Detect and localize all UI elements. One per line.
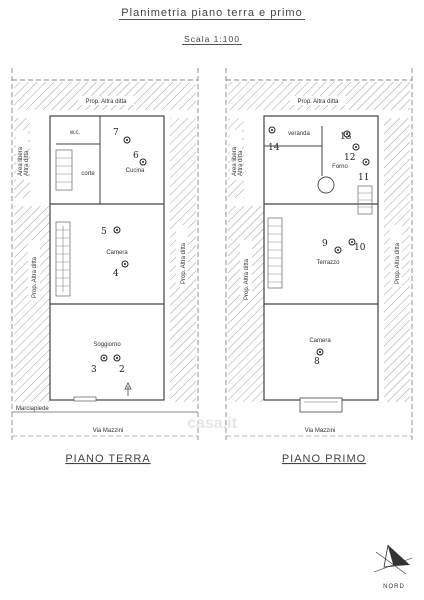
gf-label-bg-left-lower [28,240,40,300]
compass-label: NORD [383,584,405,590]
scale-text: Scala 1:100 [182,34,242,45]
gf-prop-right-label: Prop. Altra ditta [181,242,187,284]
ff-hatch-left-lower [228,206,264,402]
ff-prop-left-label: Prop. Altra ditta [244,258,250,300]
north-compass-icon [373,544,413,575]
ff-camera-icon [352,143,360,151]
gf-room-cucina: Cucina [126,168,145,174]
ff-balcony [299,397,343,413]
ff-room-camera: Camera [309,338,331,344]
ff-photo-point-11: 11 [358,173,369,183]
gf-photo-point-4: 4 [113,269,119,279]
ff-label-bg-left-upper [230,130,242,180]
gf-corte-stairs [55,149,73,191]
ff-stairs [267,217,283,289]
page-title-text: Planimetria piano terra e primo [119,7,305,20]
gf-stairs [55,221,71,297]
ff-label-bg-left-lower [240,240,252,300]
ff-camera-icon [348,238,356,246]
gf-label-bg-left-upper [16,130,28,180]
gf-photo-point-6: 6 [133,151,139,161]
ff-photo-point-14: 14 [268,143,280,153]
ff-photo-point-12: 12 [344,153,355,163]
gf-room-corte: corte [81,171,95,177]
ground-floor-plan: Prop. Altra ditta Area libera Altra ditt… [11,68,199,465]
ff-room-forno: Forno [332,164,348,170]
ff-oven-dome [317,176,335,194]
gf-prop-left-label: Prop. Altra ditta [32,256,38,298]
first-floor-plan: Prop. Altra ditta Area libera Altra ditt… [225,68,413,465]
ff-camera-icon [343,130,351,138]
gf-photo-point-2: 2 [119,365,125,375]
ff-caption: PIANO PRIMO [282,453,366,465]
watermark: casa.it [187,415,237,432]
gf-prop-top-label: Prop. Altra ditta [85,99,127,105]
ff-area-left-label-2: Altra ditta [238,150,244,176]
gf-sidewalk-label: Marciapiede [16,406,49,412]
scale-label: Scala 1:100 [0,34,424,45]
gf-photo-point-5: 5 [101,227,107,237]
ff-photo-point-10: 10 [354,243,366,253]
ff-photo-point-8: 8 [314,357,320,367]
gf-area-left-label: Area libera [18,146,24,176]
ff-street-label: Via Mazzini [305,428,336,434]
gf-window-front [73,396,97,402]
gf-camera-icon [139,158,147,166]
gf-camera-icon [100,354,108,362]
gf-room-camera: Camera [106,250,128,256]
gf-outer-walls [49,115,165,401]
gf-camera-icon [113,226,121,234]
ff-room-terrazzo: Terrazzo [316,260,340,266]
gf-street-label: Via Mazzini [93,428,124,434]
gf-camera-icon [121,260,129,268]
gf-photo-point-7: 7 [113,128,119,138]
gf-area-left-label-2: Altra ditta [24,150,30,176]
gf-room-soggiorno: Soggiorno [93,342,121,348]
gf-label-bg-right [176,225,188,287]
ff-camera-icon [362,158,370,166]
ff-photo-point-13: 13 [340,132,352,142]
ff-camera-icon [334,246,342,254]
gf-camera-icon [113,354,121,362]
ff-room-veranda: veranda [288,131,310,137]
ff-area-left-label: Area libera [232,146,238,176]
gf-caption: PIANO TERRA [65,453,150,465]
gf-hatch-left-lower [14,206,50,402]
ff-label-bg-top [290,96,346,105]
ff-prop-top-label: Prop. Altra ditta [297,99,339,105]
page-title: Planimetria piano terra e primo [0,7,424,20]
gf-camera-icon [123,136,131,144]
ff-camera-icon [316,348,324,356]
gf-room-wc: w.c. [69,130,81,136]
ff-label-bg-right [390,225,402,287]
ff-camera-icon [268,126,276,134]
gf-photo-point-3: 3 [91,365,97,375]
ff-prop-right-label: Prop. Altra ditta [395,242,401,284]
ff-photo-point-9: 9 [322,239,328,249]
gf-label-bg-top [78,96,134,105]
